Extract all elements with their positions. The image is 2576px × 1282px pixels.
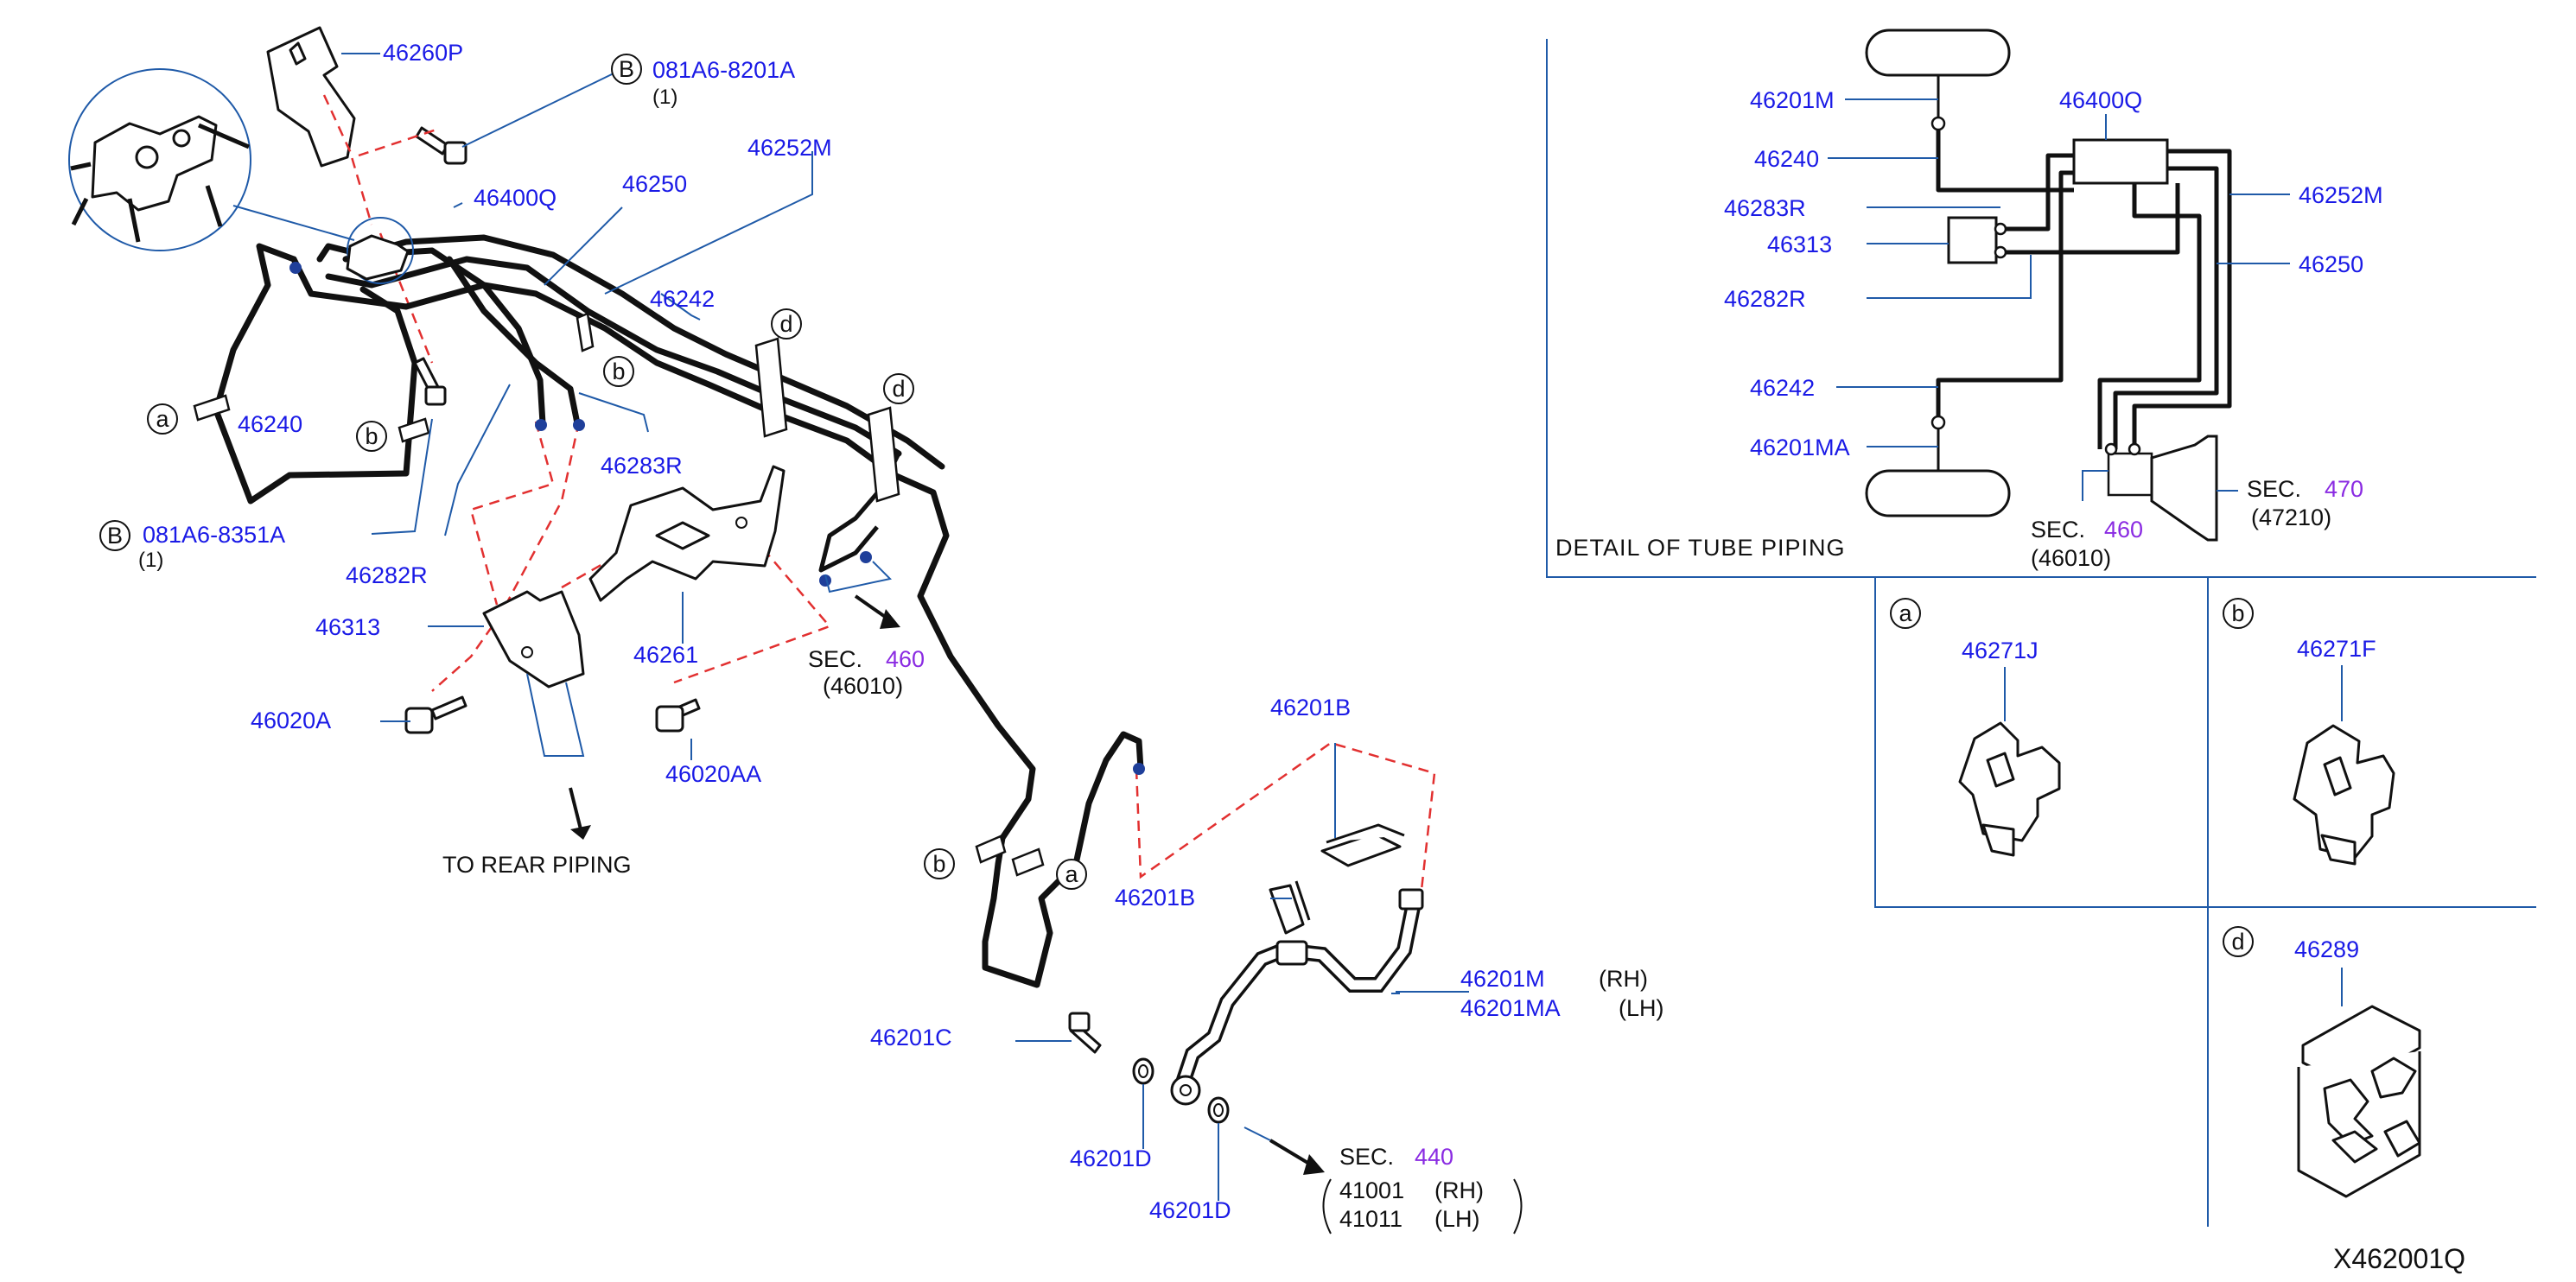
detail-frames [1546, 39, 2536, 1227]
detail-sec460-number: 460 [2104, 517, 2143, 543]
label-46282R: 46282R [346, 562, 428, 588]
inset-b: b 46271F [2223, 598, 2395, 866]
label-46283R: 46283R [601, 453, 683, 479]
detail-label-46250: 46250 [2299, 251, 2363, 277]
label-46201MA: 46201MA [1460, 995, 1561, 1021]
detail-label-46282R: 46282R [1724, 286, 1806, 312]
detail-labels: 46201M 46240 46283R 46313 46282R 46242 4… [1555, 87, 2383, 571]
sec460-prefix: SEC. [808, 646, 862, 672]
detail-label-46400Q: 46400Q [2059, 87, 2142, 113]
detail-leaders [1828, 98, 2290, 501]
label-46400Q: 46400Q [474, 185, 557, 211]
label-081A6-8201A: 081A6-8201A [652, 57, 795, 83]
callout-a-left: a [156, 406, 169, 432]
label-46313: 46313 [315, 614, 380, 640]
inset-a-letter: a [1899, 600, 1912, 626]
qty-081A6-8201A: (1) [652, 86, 677, 109]
callout-a-lower: a [1065, 861, 1078, 887]
pipe-clips [193, 312, 1045, 877]
detail-label-46201M: 46201M [1750, 87, 1835, 113]
detail-label-46283R: 46283R [1724, 195, 1806, 221]
tube-piping-detail [1865, 29, 2232, 542]
label-46261: 46261 [633, 642, 698, 668]
inset-d: d 46289 [2223, 926, 2421, 1198]
label-46201M: 46201M [1460, 966, 1545, 992]
bracket-46260P [266, 26, 356, 168]
label-lh: (LH) [1619, 995, 1664, 1021]
detail-label-46240: 46240 [1754, 146, 1819, 172]
main-labels: 46260P 081A6-8201A (1) 46400Q 46250 4625… [138, 40, 1664, 1234]
bracket-46261 [588, 465, 786, 602]
callout-B-top: B [619, 56, 634, 82]
ref-41001: 41001 [1339, 1177, 1404, 1203]
callout-B-left: B [107, 523, 123, 549]
callout-b-lower: b [932, 851, 945, 877]
leader-lines [341, 53, 1469, 1201]
bolt-081A6-8201A [415, 126, 467, 165]
detail-label-46313: 46313 [1767, 232, 1832, 257]
callout-b-left: b [365, 423, 378, 449]
detail-title: DETAIL OF TUBE PIPING [1555, 535, 1846, 561]
diagram-id: X462001Q [2333, 1243, 2465, 1274]
detail-sec460-prefix: SEC. [2031, 517, 2085, 543]
label-081A6-8351A: 081A6-8351A [143, 522, 285, 548]
label-46201B-left: 46201B [1115, 885, 1195, 911]
label-46242: 46242 [650, 286, 715, 312]
washer-46201D-b [1207, 1096, 1230, 1124]
label-46020AA: 46020AA [665, 761, 761, 787]
bolt-46020A [404, 695, 467, 734]
inset-d-part: 46289 [2294, 936, 2359, 962]
bolt-46020AA [655, 698, 701, 733]
callout-d-mid: d [779, 311, 792, 337]
inset-d-letter: d [2231, 929, 2244, 955]
label-46020A: 46020A [251, 708, 331, 733]
bolt-46201C [1068, 1012, 1102, 1054]
ref-41001-side: (RH) [1434, 1177, 1484, 1203]
ref-41011: 41011 [1339, 1206, 1402, 1232]
qty-081A6-8351A: (1) [138, 549, 163, 572]
detail-label-46242: 46242 [1750, 375, 1815, 401]
clip-46201B [1269, 823, 1405, 935]
inset-b-part: 46271F [2297, 636, 2376, 662]
label-46201C: 46201C [870, 1025, 952, 1050]
junction-46400Q [346, 217, 414, 284]
label-46250: 46250 [622, 171, 687, 197]
label-46201B-top: 46201B [1270, 695, 1351, 720]
callout-b-mid: b [612, 359, 625, 384]
label-46201D-a: 46201D [1070, 1146, 1152, 1171]
label-46201D-b: 46201D [1149, 1197, 1231, 1223]
bolt-081A6-8351A [413, 357, 447, 406]
inset-a-part: 46271J [1962, 638, 2039, 663]
label-46252M: 46252M [747, 135, 832, 161]
label-46260P: 46260P [383, 40, 463, 66]
brake-hose-46201M [1170, 888, 1424, 1106]
sec440-number: 440 [1415, 1144, 1453, 1170]
direction-arrows [569, 594, 1325, 1175]
magnified-junction-view [68, 68, 355, 251]
sec460-ref: (46010) [823, 673, 903, 699]
label-46240: 46240 [238, 411, 302, 437]
detail-label-46252M: 46252M [2299, 182, 2383, 208]
detail-sec470-ref: (47210) [2251, 505, 2331, 530]
brake-pipes [213, 234, 1145, 988]
callout-circles [99, 54, 1087, 890]
sec440-prefix: SEC. [1339, 1144, 1394, 1170]
callout-letters: B B a b b d d b a [107, 56, 1078, 887]
detail-sec460-ref: (46010) [2031, 545, 2111, 571]
label-rh: (RH) [1599, 966, 1648, 992]
detail-sec470-number: 470 [2325, 476, 2363, 502]
sec460-number: 460 [886, 646, 925, 672]
ref-41011-side: (LH) [1434, 1206, 1480, 1232]
block-46313 [482, 590, 585, 689]
detail-sec470-prefix: SEC. [2247, 476, 2301, 502]
callout-d-right: d [892, 376, 905, 402]
to-rear-piping: TO REAR PIPING [442, 852, 632, 878]
inset-b-letter: b [2231, 600, 2244, 626]
inset-a: a 46271J [1890, 598, 2061, 857]
detail-label-46201MA: 46201MA [1750, 435, 1850, 460]
washer-46201D-a [1132, 1057, 1154, 1085]
